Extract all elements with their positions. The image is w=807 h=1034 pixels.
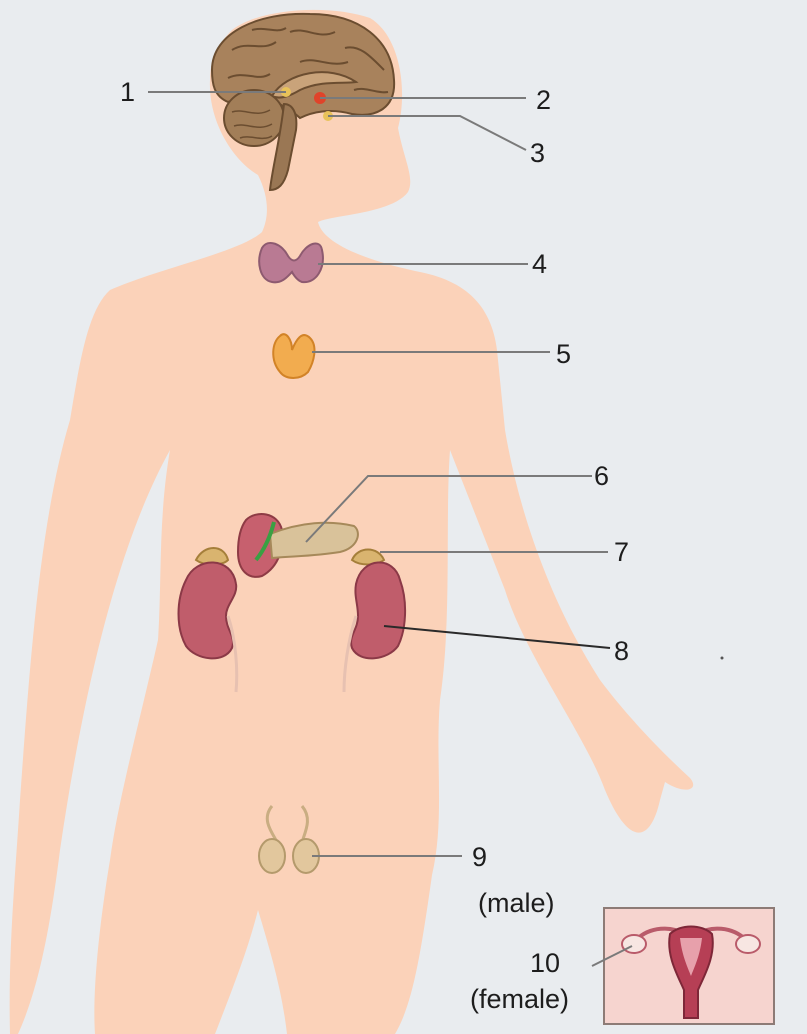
body-silhouette: [10, 10, 694, 1034]
kidney-right: [351, 562, 405, 658]
stray-dot: [721, 657, 724, 660]
label-male: (male): [478, 888, 555, 918]
label-5: 5: [556, 339, 571, 369]
torso-outline: [10, 10, 694, 1034]
uterus-inset: [604, 908, 774, 1024]
label-10: 10: [530, 948, 560, 978]
label-female: (female): [470, 984, 569, 1014]
label-7: 7: [614, 537, 629, 567]
label-1: 1: [120, 77, 135, 107]
label-2: 2: [536, 85, 551, 115]
testis-left: [259, 839, 285, 873]
kidney-left: [179, 562, 237, 658]
ovary-right: [736, 935, 760, 953]
label-3: 3: [530, 138, 545, 168]
label-9: 9: [472, 842, 487, 872]
label-8: 8: [614, 636, 629, 666]
label-4: 4: [532, 249, 547, 279]
label-6: 6: [594, 461, 609, 491]
